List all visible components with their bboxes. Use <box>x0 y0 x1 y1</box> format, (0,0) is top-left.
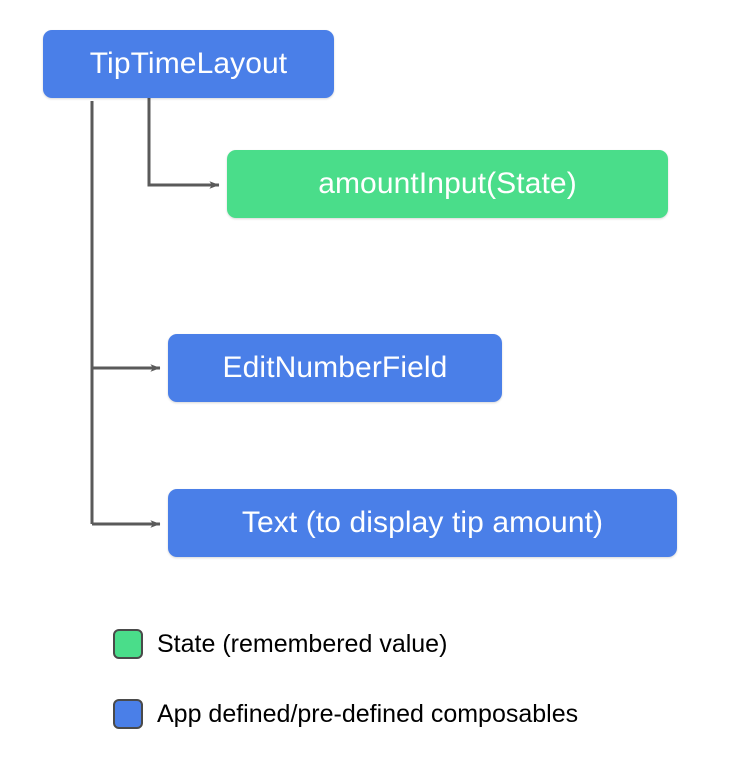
node-tiptimelayout-label: TipTimeLayout <box>89 47 288 80</box>
legend-swatch-state-icon <box>113 629 143 659</box>
node-text-label: Text (to display tip amount) <box>241 506 604 539</box>
legend: State (remembered value) App defined/pre… <box>113 624 578 734</box>
node-amountinput-state-label: amountInput(State) <box>318 167 577 200</box>
legend-item-composables: App defined/pre-defined composables <box>113 694 578 734</box>
node-text[interactable]: Text (to display tip amount) <box>168 489 677 557</box>
edge-root-to-state <box>147 98 220 189</box>
node-tiptimelayout[interactable]: TipTimeLayout <box>43 30 334 98</box>
legend-item-state: State (remembered value) <box>113 624 578 664</box>
legend-swatch-composables-icon <box>113 699 143 729</box>
node-amountinput-state[interactable]: amountInput(State) <box>227 150 668 218</box>
node-editnumberfield[interactable]: EditNumberField <box>168 334 502 402</box>
legend-item-composables-label: App defined/pre-defined composables <box>157 699 579 728</box>
node-editnumberfield-label: EditNumberField <box>222 351 448 384</box>
legend-item-state-label: State (remembered value) <box>157 629 448 658</box>
